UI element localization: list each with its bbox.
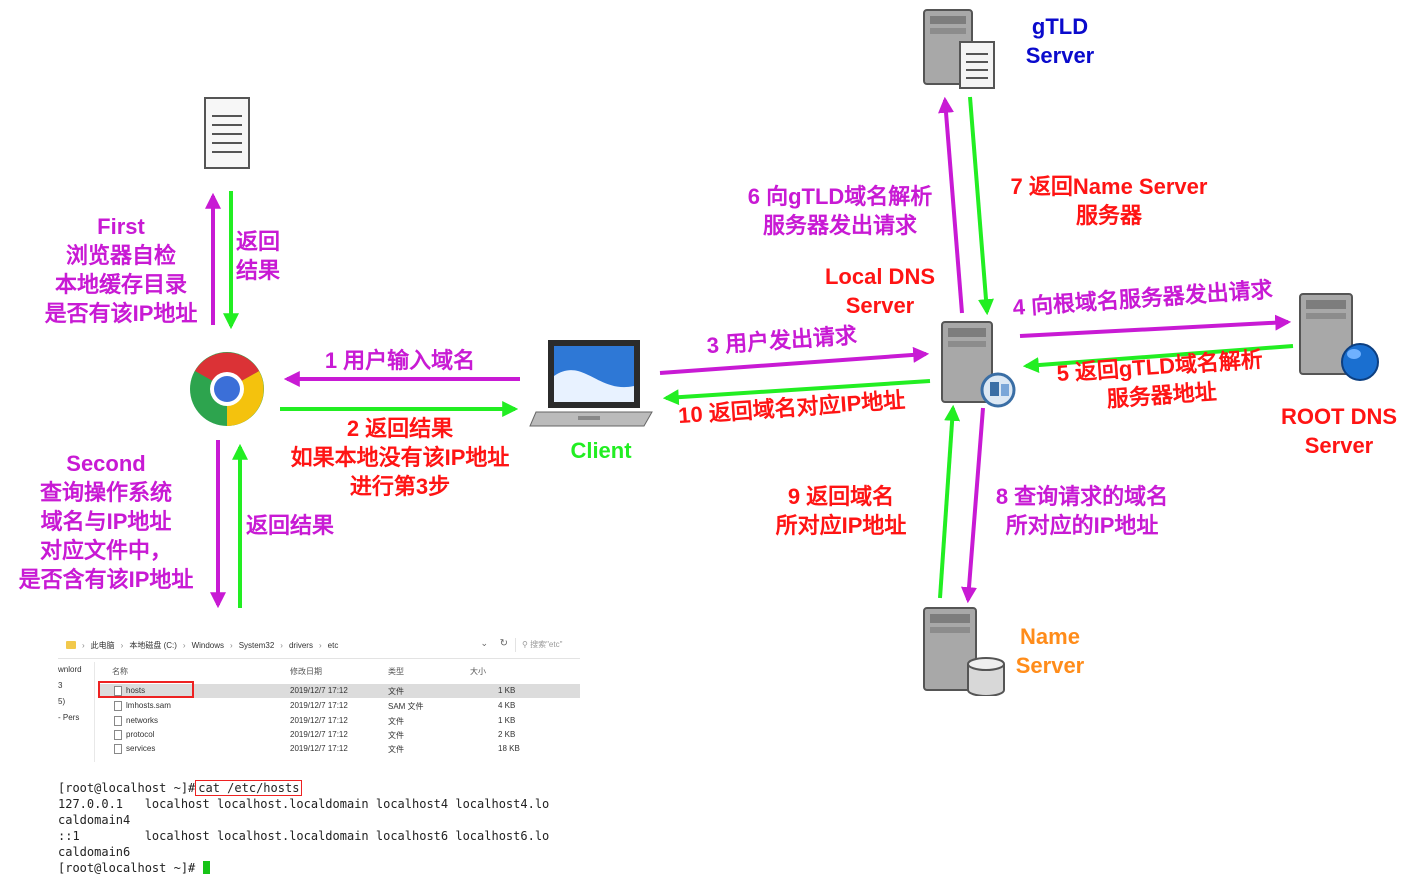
refresh-icon[interactable]: ↻ <box>499 638 508 649</box>
file-row[interactable]: hosts 2019/12/7 17:12 文件 1 KB <box>98 684 580 698</box>
file-icon <box>114 686 122 696</box>
arrow-step6 <box>938 96 964 314</box>
terminal-line: 127.0.0.1 localhost localhost.localdomai… <box>58 797 550 811</box>
file-size: 2 KB <box>498 730 516 739</box>
step7-label: 7 返回Name Server 服务器 <box>1010 174 1208 228</box>
server-icon <box>923 9 995 89</box>
file-date: 2019/12/7 17:12 <box>290 744 348 753</box>
database-icon <box>967 657 1005 696</box>
breadcrumb-item[interactable]: Windows <box>191 640 225 650</box>
folder-icon <box>66 641 76 649</box>
nav-item[interactable]: - Pers <box>58 713 80 722</box>
file-icon <box>114 701 122 711</box>
arrow-step8 <box>961 407 985 604</box>
step6-label: 6 向gTLD域名解析 服务器发出请求 <box>747 184 933 238</box>
file-row[interactable]: protocol 2019/12/7 17:12 文件 2 KB <box>98 728 580 742</box>
breadcrumb-item[interactable]: System32 <box>238 640 275 650</box>
column-size[interactable]: 大小 <box>470 667 486 676</box>
file-icon <box>114 744 122 754</box>
file-date: 2019/12/7 17:12 <box>290 716 348 725</box>
breadcrumb: ›此电脑 ›本地磁盘 (C:) ›Windows ›System32 ›driv… <box>82 640 339 650</box>
arrow-step9 <box>938 404 961 599</box>
terminal-cursor <box>202 861 210 874</box>
file-name: lmhosts.sam <box>126 701 171 710</box>
terminal-output: [root@localhost ~]#cat /etc/hosts 127.0.… <box>58 780 582 881</box>
file-type: 文件 <box>388 731 404 740</box>
terminal-line: ::1 localhost localhost.localdomain loca… <box>58 829 550 843</box>
arrow-step5 <box>1022 344 1294 374</box>
breadcrumb-item[interactable]: 本地磁盘 (C:) <box>129 640 177 650</box>
file-icon <box>114 730 122 740</box>
arrow-step3 <box>659 346 930 375</box>
return-result-label-1: 返回 结果 <box>236 229 281 283</box>
breadcrumb-item[interactable]: drivers <box>288 640 313 650</box>
terminal-command: cat /etc/hosts <box>195 780 303 796</box>
client-label: Client <box>570 438 632 463</box>
file-type: 文件 <box>388 717 404 726</box>
file-icon <box>114 716 122 726</box>
chrome-icon[interactable] <box>189 351 265 427</box>
search-input[interactable]: ⚲ 搜索"etc" <box>515 638 578 652</box>
file-size: 4 KB <box>498 701 516 710</box>
second-label: Second 查询操作系统 域名与IP地址 对应文件中， 是否含有该IP地址 <box>18 451 194 592</box>
file-date: 2019/12/7 17:12 <box>290 686 348 695</box>
file-size: 18 KB <box>498 744 520 753</box>
server-icon <box>923 607 1005 696</box>
file-type: 文件 <box>388 745 404 754</box>
file-size: 1 KB <box>498 716 516 725</box>
file-type: 文件 <box>388 687 404 696</box>
return-result-label-2: 返回结果 <box>246 513 335 538</box>
step1-label: 1 用户输入域名 <box>324 348 476 373</box>
local-dns-label: Local DNS Server <box>824 264 936 318</box>
file-row[interactable]: networks 2019/12/7 17:12 文件 1 KB <box>98 714 580 728</box>
nav-item[interactable]: 3 <box>58 681 63 690</box>
file-date: 2019/12/7 17:12 <box>290 701 348 710</box>
name-server-label: Name Server <box>1015 624 1085 678</box>
nav-item[interactable]: wnlord <box>58 665 82 674</box>
address-bar[interactable]: ›此电脑 ›本地磁盘 (C:) ›Windows ›System32 ›driv… <box>58 632 580 659</box>
file-explorer-window: ›此电脑 ›本地磁盘 (C:) ›Windows ›System32 ›driv… <box>58 632 580 764</box>
column-header: 名称 修改日期 类型 大小 <box>98 664 578 680</box>
column-date[interactable]: 修改日期 <box>290 667 322 676</box>
file-name: services <box>126 744 156 753</box>
arrow-step7 <box>968 96 994 316</box>
navigation-pane: wnlord 3 5) - Pers <box>58 662 95 762</box>
file-type: SAM 文件 <box>388 702 424 711</box>
step9-label: 9 返回域名 所对应IP地址 <box>775 484 907 538</box>
file-row[interactable]: lmhosts.sam 2019/12/7 17:12 SAM 文件 4 KB <box>98 699 580 713</box>
hosts-highlight-box <box>98 681 194 698</box>
nav-item[interactable]: 5) <box>58 697 66 706</box>
root-dns-label: ROOT DNS Server <box>1280 404 1398 458</box>
file-date: 2019/12/7 17:12 <box>290 730 348 739</box>
file-name: protocol <box>126 730 155 739</box>
terminal-prompt: [root@localhost ~]# <box>58 861 203 875</box>
terminal-line: caldomain6 <box>58 845 131 859</box>
step2-label: 2 返回结果 如果本地没有该IP地址 进行第3步 <box>290 416 510 499</box>
arrow-step10 <box>662 379 931 406</box>
server-icon <box>1299 293 1379 381</box>
file-size: 1 KB <box>498 686 516 695</box>
column-type[interactable]: 类型 <box>388 667 404 676</box>
gtld-server-label: gTLD Server <box>1025 14 1095 68</box>
laptop-icon <box>529 340 653 427</box>
file-name: hosts <box>126 686 146 695</box>
globe-icon <box>1341 343 1379 381</box>
terminal-prompt: [root@localhost ~]# <box>58 781 196 795</box>
step8-label: 8 查询请求的域名 所对应的IP地址 <box>995 484 1169 538</box>
arrow-step4 <box>1019 314 1292 338</box>
terminal-line: caldomain4 <box>58 813 131 827</box>
chevron-down-icon[interactable]: ⌄ <box>480 638 488 648</box>
column-name[interactable]: 名称 <box>112 667 128 676</box>
breadcrumb-item[interactable]: etc <box>327 640 339 650</box>
server-icon <box>941 321 1016 408</box>
document-icon <box>204 97 250 169</box>
file-row[interactable]: services 2019/12/7 17:12 文件 18 KB <box>98 742 580 756</box>
breadcrumb-item[interactable]: 此电脑 <box>90 640 115 650</box>
first-label: First 浏览器自检 本地缓存目录 是否有该IP地址 <box>44 214 198 326</box>
file-name: networks <box>126 716 159 725</box>
